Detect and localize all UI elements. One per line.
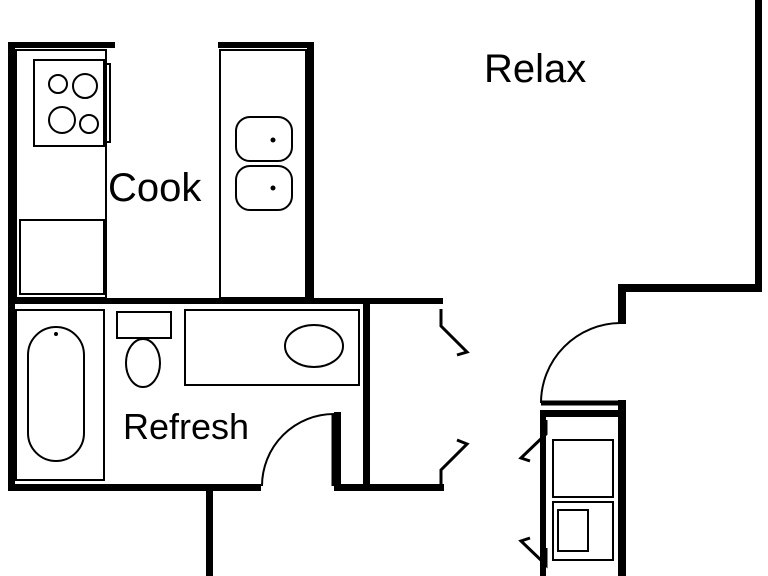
burner-2 <box>72 73 98 99</box>
right-closet-door-lower <box>518 536 548 569</box>
wall-lower-left-vertical <box>206 484 213 576</box>
toilet-bowl <box>125 338 161 388</box>
walls <box>8 0 762 576</box>
dryer <box>552 439 614 498</box>
wall-right-closet-left <box>540 410 546 576</box>
wall-step-vertical <box>618 284 626 324</box>
wall-step-horizontal <box>618 284 762 292</box>
burner-4 <box>79 114 99 134</box>
burner-1 <box>48 74 68 94</box>
closet-door-lower <box>439 438 470 488</box>
bathtub-basin <box>27 326 85 462</box>
wall-kitchen-bath-divider <box>8 298 443 304</box>
washer-lid <box>557 509 589 552</box>
sink-drain-2 <box>270 185 276 191</box>
wall-right-upper <box>755 0 762 292</box>
room-label-cook: Cook <box>108 166 202 210</box>
bathroom-fixtures <box>15 309 360 481</box>
wall-right-closet-top <box>540 410 626 417</box>
wall-bath-bottom-left <box>8 484 261 491</box>
fridge <box>19 219 105 295</box>
sink-basin-2 <box>235 165 293 211</box>
room-label-refresh: Refresh <box>123 406 250 447</box>
wall-left-outer <box>8 42 15 490</box>
entry-door-swing <box>540 322 621 404</box>
sink-drain-1 <box>270 137 276 143</box>
burner-3 <box>48 106 76 134</box>
doors <box>261 309 621 569</box>
wall-top-kitchen-left <box>8 42 115 48</box>
vanity-sink <box>284 324 344 368</box>
bathroom-door-swing <box>261 413 335 487</box>
wall-bath-right-lower <box>334 412 341 491</box>
toilet-tank <box>116 311 172 339</box>
sink-basin-1 <box>235 116 293 162</box>
room-label-relax: Relax <box>484 47 587 91</box>
stove <box>33 59 105 147</box>
wall-top-kitchen-right <box>218 42 313 48</box>
kitchen-fixtures <box>15 49 307 299</box>
laundry-fixtures <box>552 439 614 561</box>
wall-bath-bottom-right <box>334 484 444 491</box>
wall-right-lower-vertical <box>618 400 626 576</box>
bathtub-drain <box>54 332 58 336</box>
oven-handle <box>105 63 111 143</box>
closet-door-upper <box>439 309 470 357</box>
wall-closet-vertical <box>363 298 370 491</box>
right-closet-door-upper <box>518 420 548 463</box>
wall-kitchen-right <box>307 42 314 304</box>
